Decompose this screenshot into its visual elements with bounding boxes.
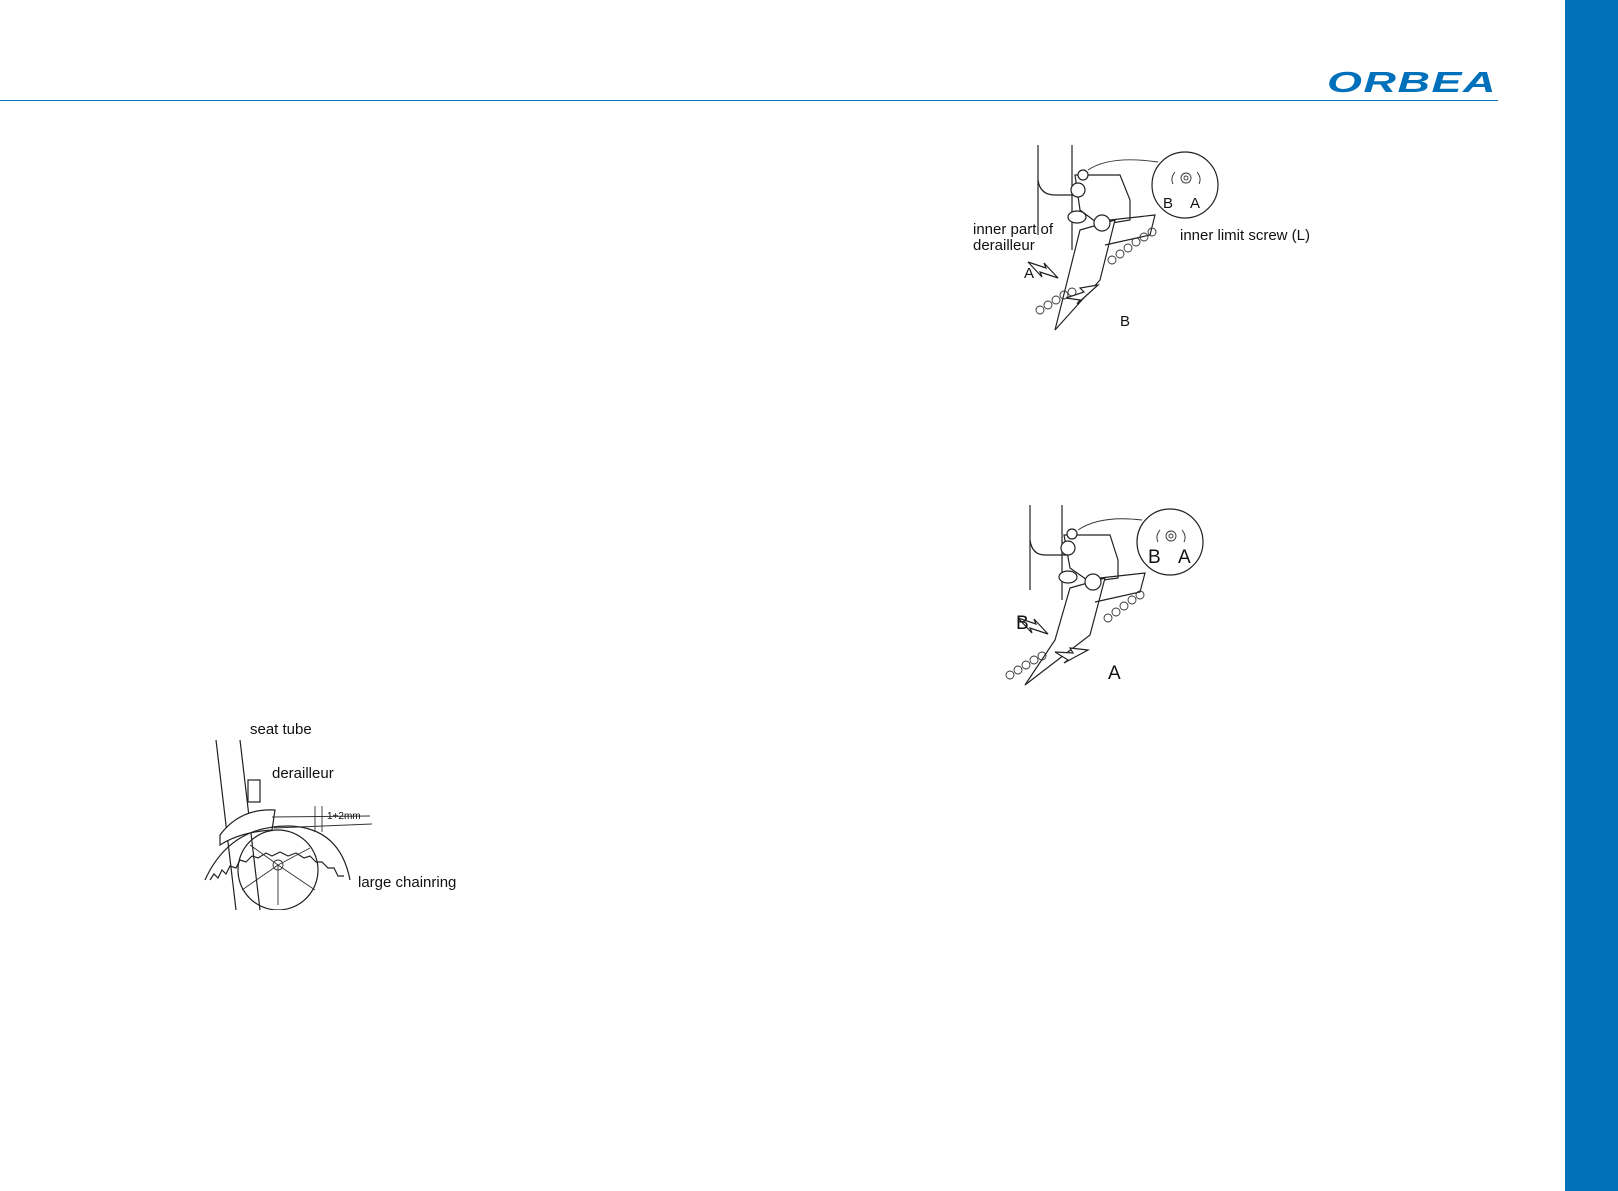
label-derailleur: derailleur	[272, 765, 334, 782]
label-dial-a-top: A	[1190, 195, 1201, 212]
label-inner-part-line1: inner part of	[973, 221, 1054, 238]
side-color-band	[1565, 0, 1618, 1191]
label-dial-a-middle: A	[1178, 547, 1191, 568]
label-dial-b-middle: B	[1148, 547, 1161, 568]
label-arrow-b-middle: B	[1016, 613, 1029, 634]
logo-text: ORBEA	[1327, 67, 1497, 94]
label-gap-measurement: 1+2mm	[327, 811, 361, 822]
header-rule	[0, 100, 1498, 101]
label-seat-tube: seat tube	[250, 721, 312, 738]
figure-chainring-clearance: seat tube derailleur 1+2mm large chainri…	[200, 720, 480, 911]
label-large-chainring: large chainring	[358, 874, 457, 891]
figure-inner-limit-screw: inner part of derailleur inner limit scr…	[973, 140, 1320, 340]
label-arrow-a-middle: A	[1108, 663, 1121, 684]
label-arrow-a-top: A	[1024, 265, 1035, 282]
derailleur-drawing-top	[1027, 145, 1219, 331]
figure-derailleur-adjust: B A B A	[1000, 500, 1260, 690]
label-inner-part-line2: derailleur	[973, 237, 1035, 254]
label-arrow-b-top: B	[1120, 313, 1131, 330]
label-dial-b-top: B	[1163, 195, 1174, 212]
orbea-logo: ORBEA	[1327, 67, 1497, 94]
label-inner-limit-screw: inner limit screw (L)	[1180, 227, 1311, 244]
derailleur-drawing-middle	[1005, 505, 1204, 686]
